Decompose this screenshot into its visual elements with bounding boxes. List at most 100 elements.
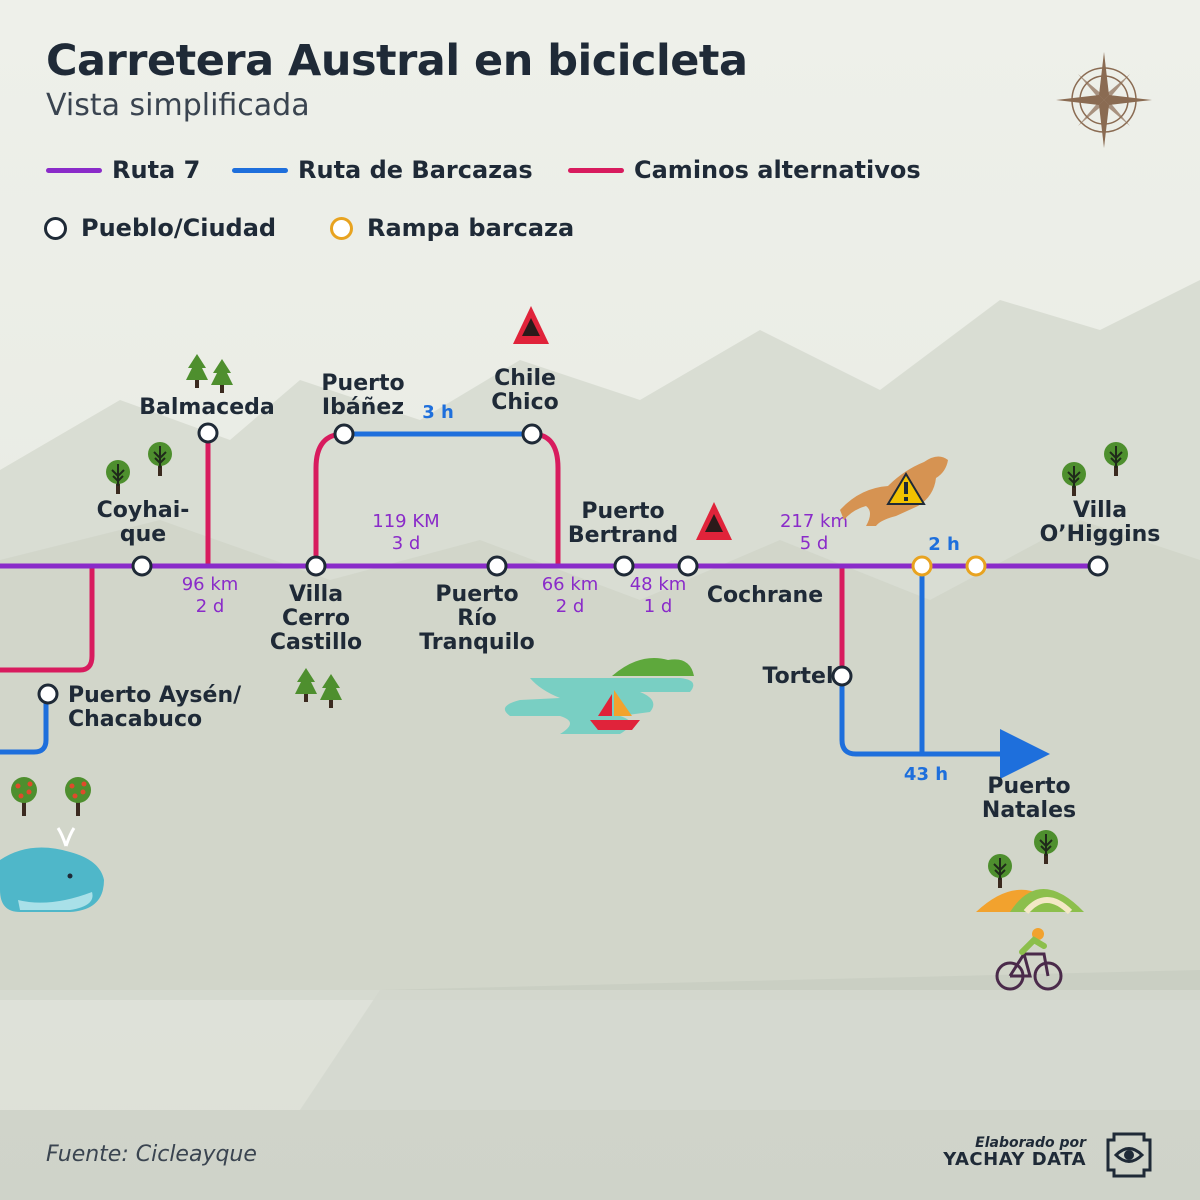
place-label-chile-chico-line: Chico — [491, 390, 559, 415]
town-marker-coyhaique[interactable] — [131, 555, 153, 577]
sailboat-icon — [590, 690, 640, 730]
place-label-villa-ohiggins-line: Villa — [1073, 498, 1127, 523]
ferry-time-rampas: 2 h — [928, 534, 960, 555]
legend-ruta7: Ruta 7 — [46, 156, 200, 184]
ferry-routes — [0, 431, 1050, 779]
ferry-time-natales: 43 h — [904, 764, 948, 785]
place-label-cochrane: Cochrane — [707, 583, 823, 608]
tree-icon — [295, 668, 342, 708]
tree-icon — [1033, 829, 1059, 865]
place-label-puerto-bertrand-line: Puerto — [581, 499, 664, 524]
place-label-villa-ohiggins-line: O’Higgins — [1040, 522, 1161, 547]
hills-icon — [976, 889, 1084, 915]
ferry-time-natales-line: 43 h — [904, 764, 948, 785]
map-subtitle: Vista simplificada — [46, 88, 310, 123]
place-label-puerto-ibanez-line: Puerto — [321, 371, 404, 396]
lake-icon — [504, 658, 694, 734]
volcano-icon — [513, 306, 549, 344]
cyclist-icon — [995, 928, 1063, 991]
puma-warning-icon — [840, 456, 948, 526]
place-label-cochrane-line: Cochrane — [707, 583, 823, 608]
town-marker-balmaceda[interactable] — [197, 422, 219, 444]
place-label-villa-cerro-castillo-line: Villa — [289, 582, 343, 607]
town-marker-puerto-aysen[interactable] — [37, 683, 59, 705]
place-label-tortel-line: Tortel — [762, 664, 833, 689]
place-label-puerto-aysen: Puerto Aysén/Chacabuco — [68, 683, 242, 732]
place-label-puerto-natales-line: Natales — [982, 798, 1076, 823]
distance-label-bertrand-cochrane-line: 1 d — [644, 596, 673, 617]
legend-ruta7-label: Ruta 7 — [112, 156, 201, 184]
distance-label-castillo-tranquilo-line: 3 d — [392, 533, 421, 554]
place-label-puerto-rio-tranquilo-line: Puerto — [435, 582, 518, 607]
place-label-chile-chico-line: Chile — [494, 366, 556, 391]
distance-label-cochrane-ohiggins-line: 5 d — [800, 533, 829, 554]
legend-alternativos-swatch — [568, 167, 624, 173]
legend-barcazas: Ruta de Barcazas — [232, 156, 533, 184]
compass-rose-icon — [1056, 52, 1152, 148]
town-marker-villa-cerro-castillo[interactable] — [305, 555, 327, 577]
legend-rampa-label: Rampa barcaza — [367, 214, 575, 242]
ferry-ramp-marker-2[interactable] — [965, 555, 987, 577]
tree-icon — [186, 354, 233, 393]
ferry-time-ibanez-chile-chico: 3 h — [422, 402, 454, 423]
town-marker-tortel[interactable] — [831, 665, 853, 687]
place-label-villa-cerro-castillo-line: Castillo — [270, 630, 362, 655]
tree-icon — [11, 777, 91, 816]
legend-alternativos: Caminos alternativos — [568, 156, 921, 184]
tree-icon — [105, 441, 173, 495]
distance-label-coyhaique-castillo-line: 96 km — [182, 574, 239, 595]
place-label-coyhaique: Coyhai-que — [97, 498, 190, 547]
distance-label-cochrane-ohiggins-line: 217 km — [780, 511, 848, 532]
legend-pueblo: Pueblo/Ciudad — [44, 214, 276, 242]
town-marker-cochrane[interactable] — [677, 555, 699, 577]
legend-alternativos-label: Caminos alternativos — [634, 156, 921, 184]
tree-icon — [987, 853, 1013, 889]
town-marker-puerto-rio-tranquilo[interactable] — [486, 555, 508, 577]
place-label-puerto-rio-tranquilo-line: Río — [457, 606, 497, 631]
town-marker-puerto-ibanez[interactable] — [333, 423, 355, 445]
distance-label-bertrand-cochrane-line: 48 km — [630, 574, 687, 595]
distance-label-coyhaique-castillo-line: 2 d — [196, 596, 225, 617]
credit-line1: Elaborado por — [975, 1135, 1086, 1151]
map-title: Carretera Austral en bicicleta — [46, 36, 748, 86]
place-label-puerto-bertrand-line: Bertrand — [568, 523, 678, 548]
place-label-coyhaique-line: Coyhai- — [97, 498, 190, 523]
tree-icon — [1061, 441, 1129, 497]
ferry-ramp-marker-1[interactable] — [911, 555, 933, 577]
footer-bar — [0, 1110, 1200, 1200]
place-label-balmaceda-line: Balmaceda — [139, 395, 274, 420]
eye-logo-icon — [1106, 1132, 1152, 1178]
place-label-puerto-ibanez-line: Ibáñez — [322, 395, 404, 420]
distance-label-tranquilo-bertrand-line: 66 km — [542, 574, 599, 595]
town-marker-chile-chico[interactable] — [521, 423, 543, 445]
legend-rampa-marker — [330, 216, 353, 240]
legend-ruta7-swatch — [46, 167, 102, 173]
place-label-villa-cerro-castillo-line: Cerro — [282, 606, 350, 631]
legend-pueblo-marker — [44, 216, 67, 240]
town-marker-puerto-bertrand[interactable] — [613, 555, 635, 577]
legend-barcazas-label: Ruta de Barcazas — [298, 156, 533, 184]
place-label-coyhaique-line: que — [120, 522, 166, 547]
ferry-time-rampas-line: 2 h — [928, 534, 960, 555]
place-label-puerto-natales-line: Puerto — [987, 774, 1070, 799]
town-marker-villa-ohiggins[interactable] — [1087, 555, 1109, 577]
place-label-balmaceda: Balmaceda — [139, 395, 274, 420]
credit-block: Elaborado por YACHAY DATA — [943, 1136, 1086, 1170]
whale-icon — [0, 827, 104, 912]
volcano-icon — [696, 502, 732, 540]
place-label-puerto-rio-tranquilo-line: Tranquilo — [419, 630, 535, 655]
